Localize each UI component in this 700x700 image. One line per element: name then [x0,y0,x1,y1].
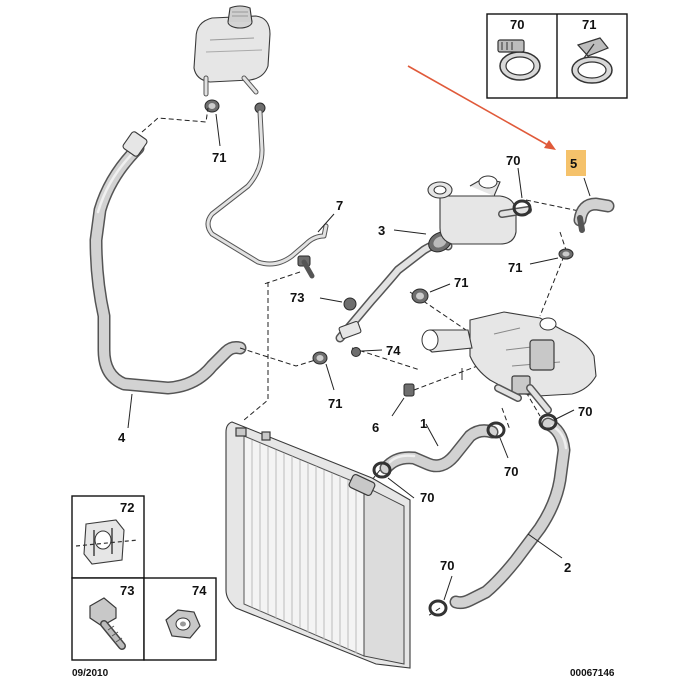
callout-7: 7 [336,198,343,213]
callout-70-rad: 70 [420,490,434,505]
callout-71-mid: 71 [454,275,468,290]
callout-3: 3 [378,223,385,238]
callout-70-mid: 70 [504,464,518,479]
radiator [225,421,411,669]
highlight-arrow [407,65,556,150]
hose-1 [379,423,499,475]
callout-6: 6 [372,420,379,435]
callout-5: 5 [570,156,577,171]
clamp-70-top [512,167,532,217]
overflow-pipe [205,109,335,279]
legend-box-70-71: 70 71 [486,13,628,99]
legend-box-72-74: 72 73 74 [71,495,217,661]
legend-label-72: 72 [120,500,134,515]
callout-73: 73 [290,290,304,305]
callout-74: 74 [386,343,401,358]
legend-label-73: 73 [120,583,134,598]
clip-73 [319,297,357,311]
legend-label-71: 71 [582,17,596,32]
legend-label-74: 74 [192,583,207,598]
callout-70-low: 70 [440,558,454,573]
footer-reference: 00067146 [570,668,615,679]
hose-3 [335,229,453,343]
callout-71-tank: 71 [212,150,226,165]
clamp-71-left [312,351,335,391]
clamp-70-mid [486,421,509,459]
callout-1: 1 [420,416,427,431]
tank-clamp [204,99,266,147]
water-outlet-housing [421,311,597,414]
footer-date: 09/2010 [72,668,109,679]
nut-icon [165,609,201,639]
clamp-70-right [538,409,575,431]
highlight-box-5 [566,150,586,176]
callout-71-left: 71 [328,396,342,411]
thermostat-housing [427,175,532,245]
clamp-70-rad [372,461,415,499]
callout-70-right: 70 [578,404,592,419]
spring-clamp-icon [571,37,613,84]
callout-71-upper: 71 [508,260,522,275]
worm-clamp-icon [497,39,541,81]
callout-4: 4 [118,430,126,445]
bolt-74 [351,347,383,357]
legend-label-70: 70 [510,17,524,32]
clamp-71-mid [411,283,451,304]
hose-4 [89,131,247,429]
bleed-screw-6 [391,383,415,417]
clamp-70-low [428,575,453,617]
clamp-71-upper [529,248,574,265]
hose-2 [449,417,571,610]
expansion-tank [193,5,271,97]
pipe-clip-icon [75,519,139,565]
hose-5 [573,177,615,233]
callout-70-top: 70 [506,153,520,168]
bolt-icon [89,597,126,650]
callout-2: 2 [564,560,571,575]
